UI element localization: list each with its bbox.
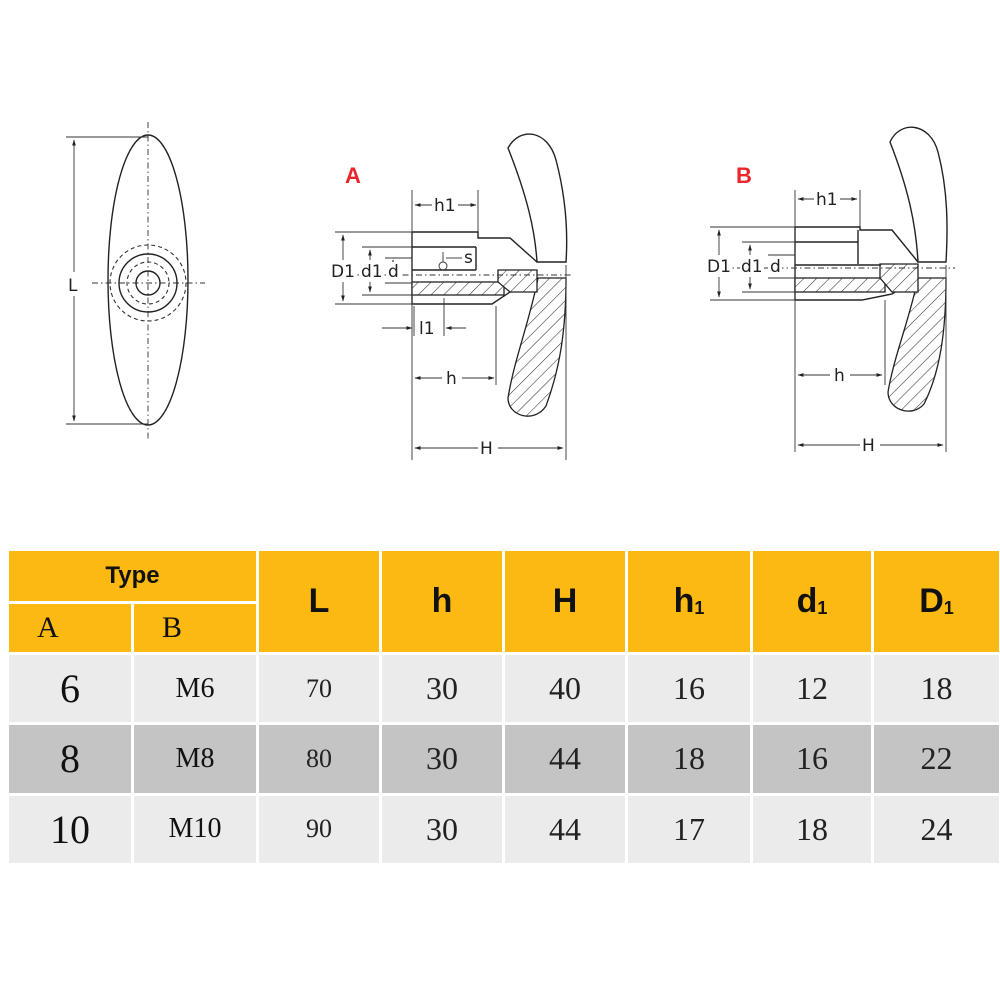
cell-a: 10	[9, 795, 131, 863]
hub-mid-circle	[118, 253, 178, 313]
cell-b: M6	[134, 655, 257, 723]
header-col-H: H	[505, 551, 626, 652]
variant-b-dim-d1: d1	[741, 257, 763, 277]
technical-drawing: L A h1	[64, 122, 955, 460]
hub-inner-circle	[126, 261, 170, 305]
cell-h1: 16	[628, 655, 751, 723]
dim-L-label: L	[68, 276, 78, 296]
variant-b-dim-h1: h1	[816, 190, 838, 210]
wing-oval-outline	[107, 134, 189, 426]
header-col-L: L	[259, 551, 380, 652]
variant-a-upper-wing	[507, 133, 568, 263]
cell-h: 30	[382, 655, 503, 723]
cell-b: M8	[134, 725, 257, 793]
bore-circle	[135, 270, 161, 296]
spec-table: Type L h H h1 d1 D1 A B 6 M6 70 30 40 16…	[6, 548, 1000, 866]
cell-b: M10	[134, 795, 257, 863]
cell-d1: 18	[753, 795, 872, 863]
header-type: Type	[9, 551, 257, 601]
cell-h: 30	[382, 725, 503, 793]
cell-H: 40	[505, 655, 626, 723]
cell-H: 44	[505, 725, 626, 793]
header-col-d1: d1	[753, 551, 872, 652]
hub-outer-circle	[109, 244, 187, 322]
variant-b-dim-h: h	[834, 366, 845, 386]
cell-d1: 12	[753, 655, 872, 723]
cell-D1: 18	[874, 655, 1000, 723]
variant-b-dim-H: H	[862, 436, 875, 456]
variant-b-upper-wing	[889, 126, 948, 263]
variant-b-dim-d: d	[770, 257, 781, 277]
cell-d1: 16	[753, 725, 872, 793]
variant-a-dim-h1: h1	[434, 196, 456, 216]
variant-a-dim-h: h	[446, 369, 457, 389]
variant-b-dim-D1: D1	[707, 257, 731, 277]
variant-a-dim-H: H	[480, 439, 493, 459]
table-row: 8 M8 80 30 44 18 16 22	[9, 725, 1000, 793]
variant-a-lower-wing	[507, 277, 567, 417]
variant-a-view: A h1 D1	[331, 133, 572, 460]
cell-h1: 17	[628, 795, 751, 863]
front-view: L	[64, 122, 205, 440]
table-row: 6 M6 70 30 40 16 12 18	[9, 655, 1000, 723]
variant-a-dim-s: s	[464, 248, 473, 268]
variant-b-label: B	[736, 163, 752, 188]
cell-h: 30	[382, 795, 503, 863]
cell-L: 70	[259, 655, 380, 723]
cell-L: 80	[259, 725, 380, 793]
cell-D1: 24	[874, 795, 1000, 863]
table-row: 10 M10 90 30 44 17 18 24	[9, 795, 1000, 863]
header-col-D1: D1	[874, 551, 1000, 652]
cell-a: 8	[9, 725, 131, 793]
variant-a-dim-d: d	[388, 262, 399, 282]
header-col-a: A	[9, 604, 131, 652]
variant-a-dim-d1: d1	[361, 262, 383, 282]
variant-a-dim-D1: D1	[331, 262, 355, 282]
variant-b-view: B h1 D1 d1	[707, 126, 955, 456]
cell-a: 6	[9, 655, 131, 723]
variant-a-dim-l1: l1	[419, 319, 435, 339]
header-col-h1: h1	[628, 551, 751, 652]
cell-H: 44	[505, 795, 626, 863]
cell-L: 90	[259, 795, 380, 863]
header-col-b: B	[134, 604, 257, 652]
variant-a-label: A	[345, 163, 361, 188]
header-col-h: h	[382, 551, 503, 652]
cell-D1: 22	[874, 725, 1000, 793]
cell-h1: 18	[628, 725, 751, 793]
variant-b-lower-wing	[887, 277, 947, 412]
